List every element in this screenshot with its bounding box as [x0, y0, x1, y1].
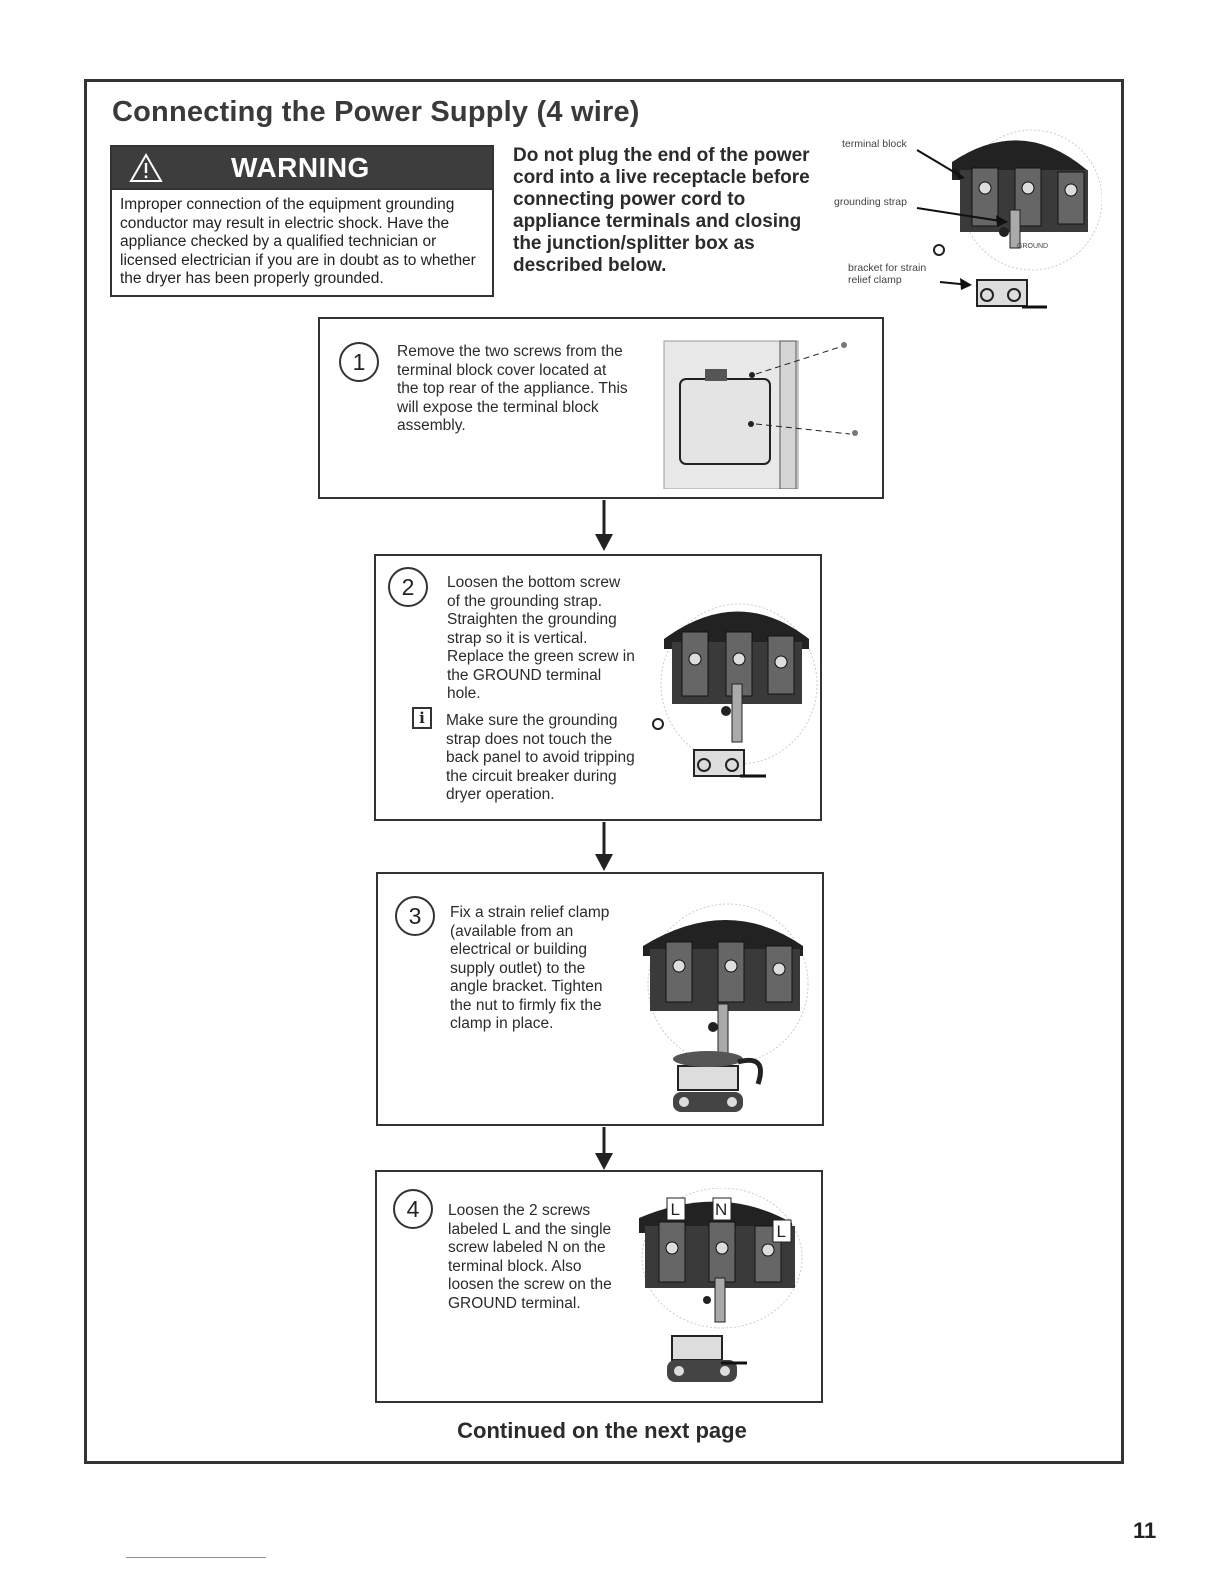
- warning-text: Improper connection of the equipment gro…: [120, 196, 476, 287]
- terminal-cover-illustration: [663, 340, 858, 489]
- terminal-block-diagram: GROUND terminal block grounding strap br…: [832, 110, 1103, 315]
- step-3-number: 3: [395, 896, 435, 936]
- step-1-box: 1 Remove the two screws from the termina…: [318, 317, 884, 499]
- down-arrow-icon: [595, 1127, 613, 1170]
- step-2-text: Loosen the bottom screw of the grounding…: [447, 574, 635, 702]
- step-2-box: 2 Loosen the bottom screw of the groundi…: [374, 554, 822, 821]
- down-arrow-icon: [595, 822, 613, 871]
- step-4-text: Loosen the 2 screws labeled L and the si…: [448, 1202, 612, 1312]
- down-arrow-icon: [595, 500, 613, 551]
- footer-line: [126, 1557, 266, 1558]
- warning-header: WARNING: [112, 147, 492, 190]
- terminal-label-l-left: L: [671, 1200, 680, 1219]
- warning-box: WARNING Improper connection of the equip…: [110, 145, 494, 297]
- warning-triangle-icon: [129, 152, 163, 182]
- terminal-block-callout: terminal block: [842, 138, 907, 150]
- step-1-number: 1: [339, 342, 379, 382]
- step-2-note: Make sure the grounding strap does not t…: [446, 712, 635, 803]
- step-3-box: 3 Fix a strain relief clamp (available f…: [376, 872, 824, 1126]
- terminal-label-l-right: L: [777, 1222, 786, 1241]
- page-number: 11: [1133, 1518, 1157, 1543]
- step-4-number: 4: [393, 1189, 433, 1229]
- ground-label: GROUND: [1017, 243, 1048, 250]
- terminal-label-n: N: [715, 1200, 727, 1219]
- grounding-strap-callout: grounding strap: [834, 196, 907, 208]
- step-2-number: 2: [388, 567, 428, 607]
- continued-text: Continued on the next page: [457, 1418, 747, 1443]
- terminal-block-illustration: GROUND: [916, 129, 1103, 309]
- step-4-box: 4 Loosen the 2 screws labeled L and the …: [375, 1170, 823, 1403]
- warning-label: WARNING: [231, 151, 370, 183]
- grounding-strap-illustration: [652, 603, 818, 778]
- terminal-screws-illustration: L N L: [639, 1188, 803, 1382]
- page-frame: [84, 79, 1124, 1464]
- info-icon: i: [412, 707, 432, 729]
- step-1-text: Remove the two screws from the terminal …: [397, 343, 628, 434]
- caution-text: Do not plug the end of the power cord in…: [513, 145, 810, 276]
- bracket-callout: bracket for strain relief clamp: [848, 262, 927, 286]
- step-3-text: Fix a strain relief clamp (available fro…: [450, 904, 610, 1032]
- page-title: Connecting the Power Supply (4 wire): [112, 96, 640, 128]
- strain-relief-illustration: [643, 903, 809, 1112]
